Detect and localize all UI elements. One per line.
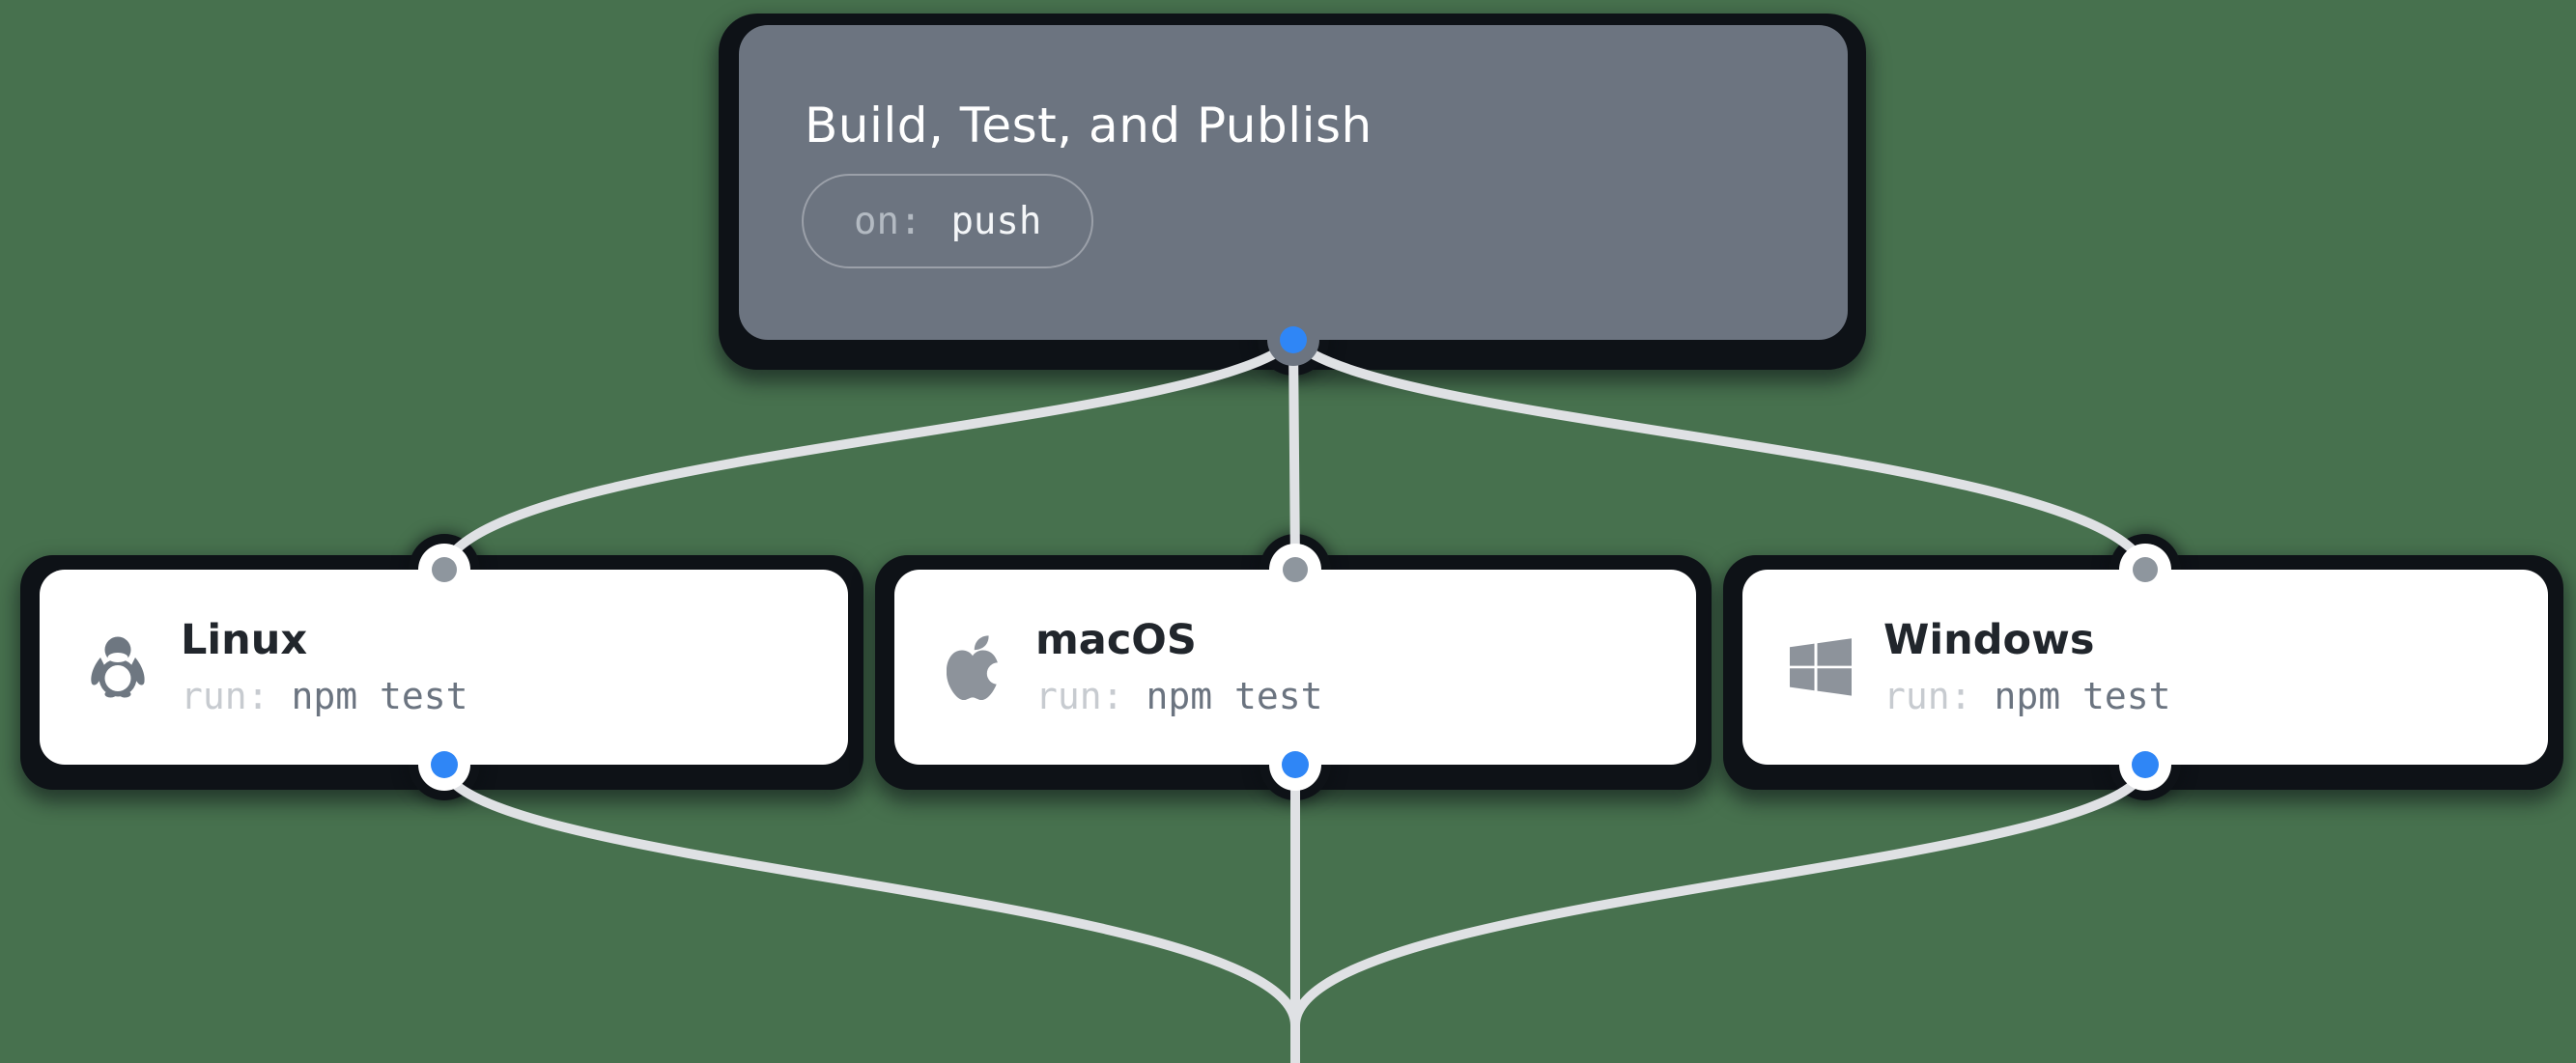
input-port-dot bbox=[2133, 557, 2158, 582]
badge-value: push bbox=[950, 199, 1042, 243]
job-title: macOS bbox=[1035, 616, 1197, 665]
run-line: run: npm test bbox=[181, 675, 468, 717]
job-title: Linux bbox=[181, 616, 308, 665]
edge-windows-down bbox=[1290, 760, 2150, 1030]
linux-icon bbox=[86, 636, 150, 698]
edge-trigger-to-linux bbox=[439, 335, 1298, 574]
run-line: run: npm test bbox=[1883, 675, 2171, 717]
output-port-dot bbox=[430, 751, 458, 778]
run-label: run: bbox=[1035, 674, 1124, 717]
job-node-macos: macOS run: npm test bbox=[875, 534, 1712, 800]
job-node-windows: Windows run: npm test bbox=[1723, 534, 2563, 800]
job-text: Windows run: npm test bbox=[1883, 616, 2171, 717]
job-card-linux[interactable]: Linux run: npm test bbox=[40, 570, 848, 765]
job-text: Linux run: npm test bbox=[181, 616, 468, 717]
job-card-macos[interactable]: macOS run: npm test bbox=[894, 570, 1696, 765]
apple-icon bbox=[941, 634, 1005, 700]
job-node-linux: Linux run: npm test bbox=[20, 534, 863, 800]
run-line: run: npm test bbox=[1035, 675, 1323, 717]
run-label: run: bbox=[181, 674, 269, 717]
trigger-card[interactable]: Build, Test, and Publish on: push bbox=[739, 25, 1848, 340]
run-command: npm test bbox=[1994, 674, 2171, 717]
input-port-dot bbox=[1283, 557, 1308, 582]
windows-icon bbox=[1789, 638, 1853, 696]
run-command: npm test bbox=[1146, 674, 1323, 717]
edge-linux-down bbox=[439, 760, 1300, 1030]
run-command: npm test bbox=[291, 674, 468, 717]
badge-key: on: bbox=[854, 199, 922, 243]
trigger-node: Build, Test, and Publish on: push bbox=[719, 14, 1866, 376]
output-port-dot bbox=[1282, 751, 1309, 778]
trigger-title: Build, Test, and Publish bbox=[805, 98, 1373, 154]
output-port-dot bbox=[2132, 751, 2159, 778]
run-label: run: bbox=[1883, 674, 1972, 717]
edge-trigger-to-windows bbox=[1288, 335, 2150, 574]
edge-trigger-to-macos bbox=[1288, 335, 1300, 574]
job-card-windows[interactable]: Windows run: npm test bbox=[1742, 570, 2548, 765]
job-text: macOS run: npm test bbox=[1035, 616, 1323, 717]
input-port-dot bbox=[431, 557, 457, 582]
output-port-dot bbox=[1280, 326, 1307, 353]
job-title: Windows bbox=[1883, 616, 2095, 665]
trigger-event-badge: on: push bbox=[802, 174, 1094, 268]
